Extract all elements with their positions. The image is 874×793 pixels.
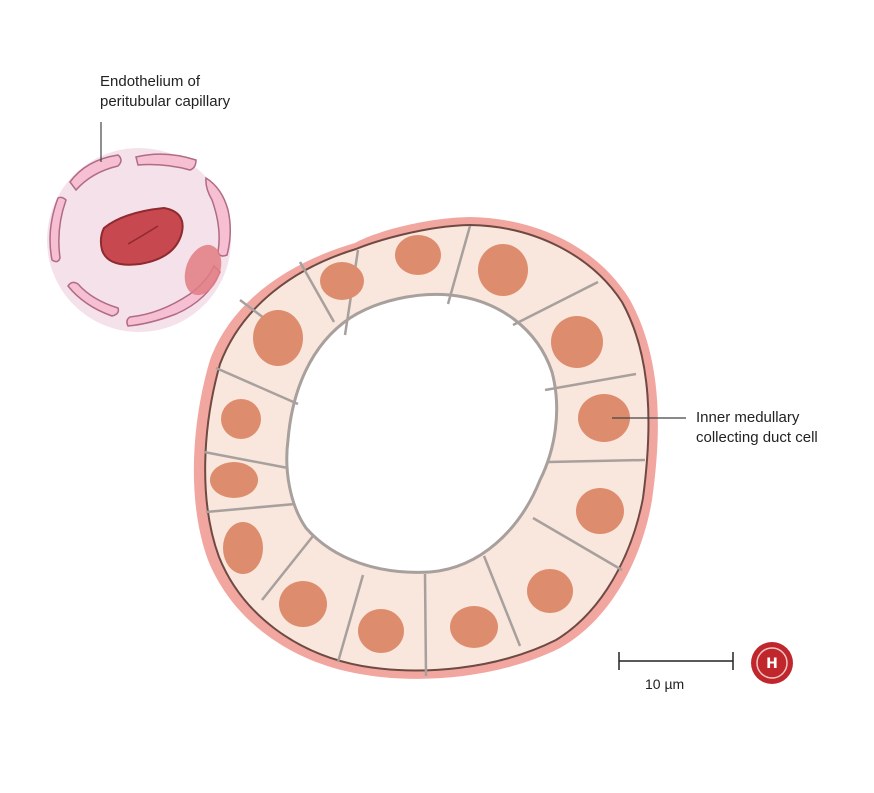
nucleus — [527, 569, 573, 613]
endothelium-label: Endothelium of peritubular capillary — [100, 72, 230, 112]
endothelial-cell — [69, 154, 122, 192]
duct-cell-label-line2: collecting duct cell — [696, 429, 818, 446]
scale-bar-label: 10 µm — [645, 676, 685, 692]
cell-nuclei — [210, 235, 630, 653]
nucleus — [210, 462, 258, 498]
nucleus — [450, 606, 498, 648]
endothelium-label-line2: peritubular capillary — [100, 93, 231, 110]
nucleus — [253, 310, 303, 366]
collecting-duct — [193, 217, 658, 679]
endothelial-cell — [67, 281, 120, 317]
nucleus — [578, 394, 630, 442]
nucleus — [576, 488, 624, 534]
nucleus — [395, 235, 441, 275]
peritubular-capillary — [47, 148, 231, 332]
nucleus — [551, 316, 603, 368]
endothelial-cell — [49, 196, 67, 263]
endothelial-cell — [205, 176, 231, 257]
duct-cell-label: Inner medullary collecting duct cell — [696, 408, 818, 448]
endothelial-cell — [135, 153, 197, 171]
nucleus — [358, 609, 404, 653]
nucleus — [478, 244, 528, 296]
nucleus — [223, 522, 263, 574]
duct-cell-label-line1: Inner medullary — [696, 409, 800, 426]
nucleus — [279, 581, 327, 627]
endothelium — [49, 153, 231, 327]
scale-bar — [618, 652, 734, 670]
logo: H — [751, 642, 793, 684]
logo-text: H — [766, 656, 778, 672]
endothelium-label-line1: Endothelium of — [100, 73, 201, 90]
endothelial-nucleus — [184, 244, 222, 296]
erythrocyte — [99, 206, 184, 266]
nucleus — [221, 399, 261, 439]
nucleus — [320, 262, 364, 300]
duct-lumen — [285, 292, 559, 574]
